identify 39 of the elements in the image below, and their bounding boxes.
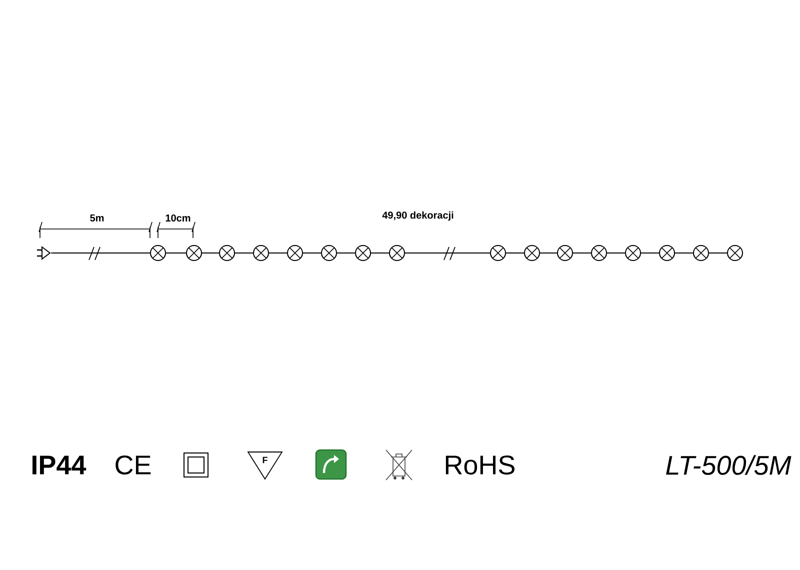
wire (234, 252, 254, 254)
wire (506, 252, 524, 254)
dimension-label: 10cm (166, 214, 190, 222)
bulb-symbol (321, 245, 337, 261)
ce-mark: CE (116, 455, 151, 475)
wire (572, 252, 592, 254)
wire (640, 252, 660, 254)
bulb-symbol (524, 245, 540, 261)
wire (202, 252, 220, 254)
bulb-symbol (727, 245, 743, 261)
wire (404, 252, 490, 254)
bulb-symbol (186, 245, 202, 261)
wire (606, 252, 626, 254)
bulb-symbol (253, 245, 269, 261)
wire (50, 252, 150, 254)
bulb-symbol (355, 245, 371, 261)
wire (302, 252, 322, 254)
wire (674, 252, 694, 254)
wire (370, 252, 390, 254)
dimension-label: 5m (90, 214, 104, 222)
ip-rating-text: IP44 (32, 456, 86, 474)
bulb-symbol (219, 245, 235, 261)
bulb-symbol (557, 245, 573, 261)
wire (336, 252, 356, 254)
bulb-symbol (150, 245, 166, 261)
rohs-text: RoHS (446, 455, 514, 475)
model-number: LT-500/5M (666, 455, 792, 475)
bulb-symbol (490, 245, 506, 261)
wire (166, 252, 186, 254)
wire (540, 252, 558, 254)
bulb-symbol (591, 245, 607, 261)
bulb-symbol (659, 245, 675, 261)
bulb-symbol (287, 245, 303, 261)
wire (708, 252, 728, 254)
bulb-symbol (625, 245, 641, 261)
bulb-symbol (389, 245, 405, 261)
count-label: 49,90 dekoracji (382, 211, 454, 221)
bulb-symbol (693, 245, 709, 261)
wire (268, 252, 288, 254)
